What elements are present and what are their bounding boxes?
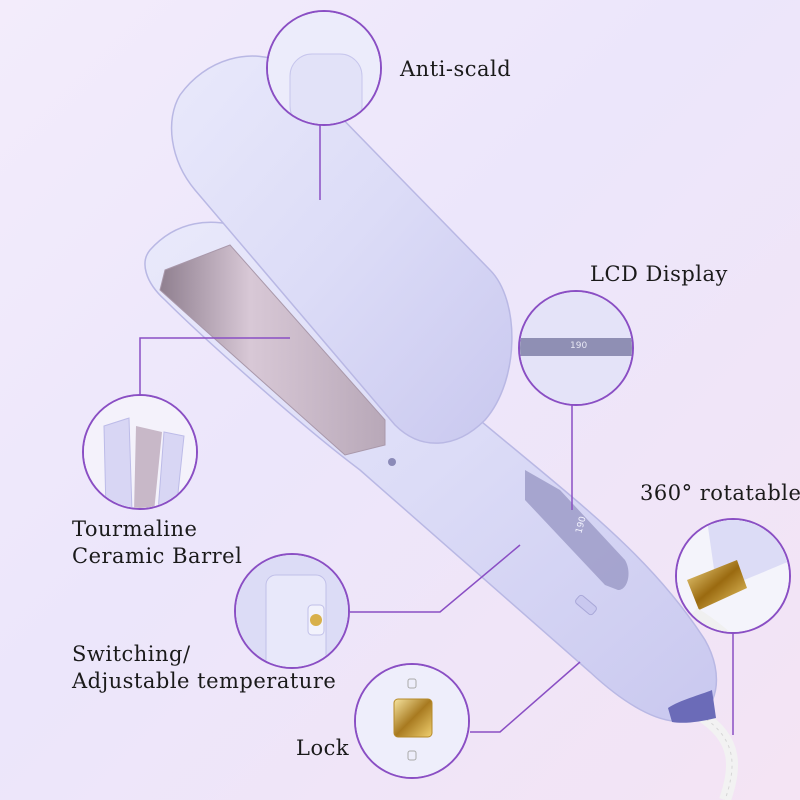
switching-callout <box>234 553 350 669</box>
switching-label-line2: Adjustable temperature <box>72 669 337 693</box>
side-switch <box>575 594 597 616</box>
rotatable-callout <box>675 518 791 634</box>
anti-scald-callout <box>266 10 382 126</box>
anti-scald-label: Anti-scald <box>400 57 512 81</box>
leader-tourmaline <box>139 337 290 398</box>
rotating-collar <box>668 690 716 723</box>
lcd-callout: 190 <box>518 290 634 406</box>
rotatable-label: 360° rotatable <box>640 481 800 505</box>
lcd-closeup <box>520 292 632 404</box>
switching-label: Switching/ Adjustable temperature <box>72 641 336 695</box>
leader-lock <box>470 661 581 733</box>
lcd-display-label: LCD Display <box>590 262 728 286</box>
anti-scald-closeup <box>268 12 380 124</box>
power-cord <box>696 709 738 800</box>
lcd-callout-temperature: 190 <box>570 341 588 351</box>
switch-closeup <box>236 555 348 667</box>
tourmaline-label-line1: Tourmaline <box>72 517 198 541</box>
tourmaline-label-line2: Ceramic Barrel <box>72 544 243 568</box>
vent-hole <box>388 458 396 466</box>
tourmaline-label: Tourmaline Ceramic Barrel <box>72 516 242 570</box>
lcd-window <box>525 470 629 590</box>
lock-label: Lock <box>296 736 350 760</box>
rotatable-closeup <box>677 520 789 632</box>
switching-label-line1: Switching/ <box>72 642 191 666</box>
ceramic-barrel <box>159 244 386 456</box>
tourmaline-callout <box>82 394 198 510</box>
anti-scald-plate <box>170 55 513 444</box>
lock-closeup <box>356 665 468 777</box>
barrel-closeup <box>84 396 196 508</box>
leader-switching <box>350 544 521 613</box>
lock-callout <box>354 663 470 779</box>
